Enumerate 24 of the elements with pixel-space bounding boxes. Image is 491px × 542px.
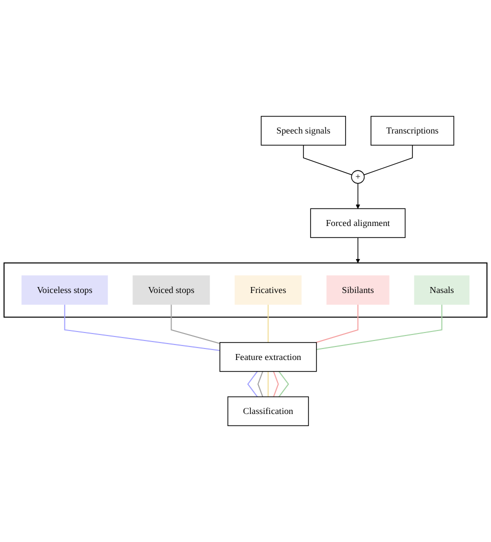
connector	[303, 144, 352, 176]
node-box: Feature extraction	[219, 342, 317, 372]
connector	[268, 304, 269, 343]
node-box: Speech signals	[260, 116, 346, 146]
connector	[268, 371, 269, 397]
node-box: Nasals	[414, 275, 470, 305]
node-box: Fricatives	[234, 275, 302, 305]
connector	[364, 144, 413, 176]
connector	[316, 304, 442, 350]
node-box: Transcriptions	[370, 116, 454, 146]
node-box: Forced alignment	[310, 208, 406, 238]
cluster	[4, 262, 488, 318]
node-box: Voiced stops	[132, 275, 210, 305]
node-box: Sibilants	[326, 275, 390, 305]
connector	[64, 304, 220, 352]
node-box: Classification	[227, 396, 309, 426]
connector	[273, 371, 279, 397]
node-box: Voiceless stops	[22, 275, 108, 305]
connector	[170, 304, 220, 344]
node-circle: +	[351, 170, 365, 184]
connector	[257, 371, 264, 397]
arrow	[356, 237, 360, 264]
connector	[316, 304, 358, 344]
arrow	[356, 182, 360, 209]
